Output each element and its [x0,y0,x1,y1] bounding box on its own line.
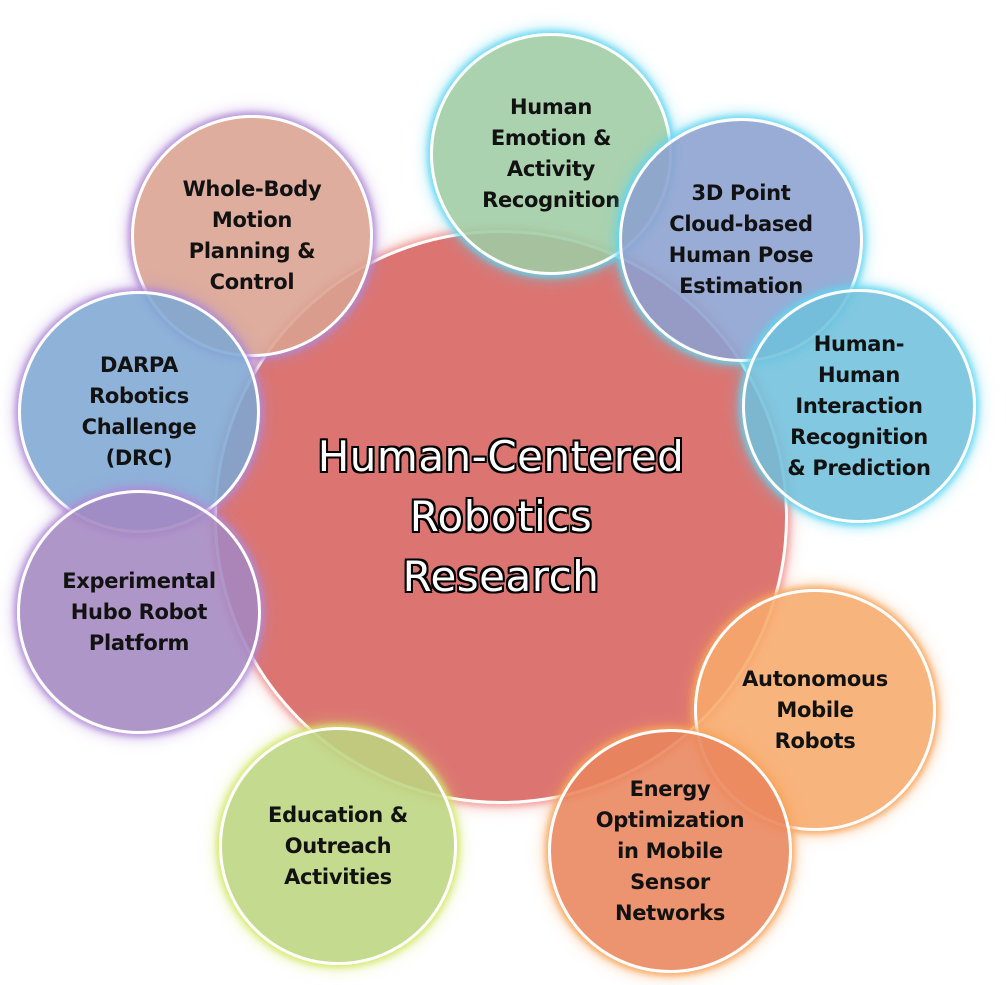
topic-label: Human- Human Interaction Recognition & P… [787,331,931,480]
topic-circle-hubo-robot-platform: Experimental Hubo Robot Platform [17,490,261,734]
topic-circle-energy-optimization: Energy Optimization in Mobile Sensor Net… [548,729,792,973]
topic-label: Whole-Body Motion Planning & Control [182,177,322,294]
topic-label: Autonomous Mobile Robots [742,666,888,753]
topic-label: Education & Outreach Activities [268,802,408,889]
topic-circle-education-outreach: Education & Outreach Activities [219,727,457,965]
center-label: Human-Centered Robotics Research [317,432,685,601]
topic-label: Experimental Hubo Robot Platform [62,568,216,655]
topic-label: DARPA Robotics Challenge (DRC) [81,353,197,470]
topic-label: Human Emotion & Activity Recognition [482,95,620,212]
topic-circle-human-pose-estimation: 3D Point Cloud-based Human Pose Estimati… [619,118,863,362]
topic-circle-human-interaction-recognition: Human- Human Interaction Recognition & P… [742,289,976,523]
topic-label: 3D Point Cloud-based Human Pose Estimati… [668,181,814,298]
topic-label: Energy Optimization in Mobile Sensor Net… [595,776,745,925]
